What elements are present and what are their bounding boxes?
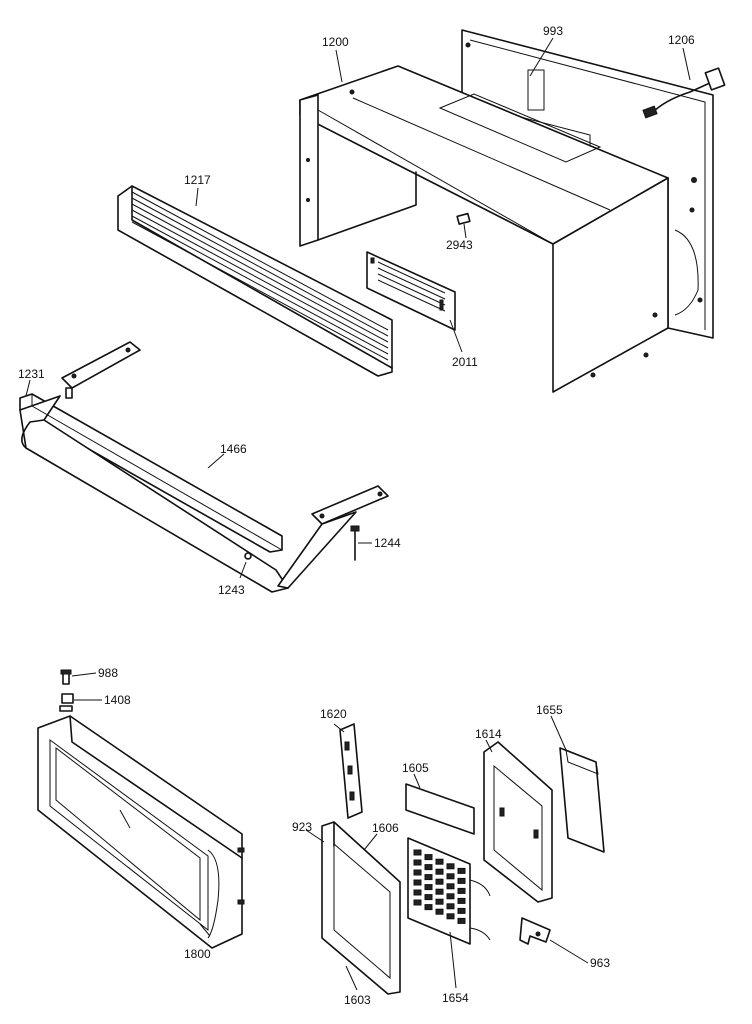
label-963: 963 [590, 956, 610, 970]
label-2943: 2943 [446, 238, 473, 252]
keypad-key [435, 888, 444, 895]
keypad-key [457, 867, 466, 874]
front-grille-1217 [117, 185, 393, 377]
keypad-key [446, 913, 455, 920]
label-1231: 1231 [18, 367, 45, 381]
keypad-key [435, 868, 444, 875]
keypad-key [435, 878, 444, 885]
keypad-key [413, 889, 422, 896]
keypad-key [435, 858, 444, 865]
keypad-key [424, 904, 433, 911]
hinge-bushing-1408 [59, 693, 74, 712]
clip-2943 [456, 212, 471, 225]
keypad-key [424, 854, 433, 861]
vent-grille-2011 [366, 251, 456, 331]
label-2011: 2011 [452, 355, 478, 369]
small-bracket-963 [519, 917, 551, 945]
keypad-membrane-1654 [407, 837, 491, 945]
hinge-pin-988 [60, 669, 72, 685]
label-1655: 1655 [536, 703, 563, 717]
keypad-key [446, 903, 455, 910]
label-1206: 1206 [668, 33, 695, 47]
label-1654: 1654 [442, 991, 469, 1005]
keypad-key [446, 893, 455, 900]
callout-labels: 1200 993 1206 1217 2943 2011 1231 1466 1… [18, 24, 695, 1007]
leader-lines [25, 37, 691, 991]
label-1243: 1243 [218, 583, 245, 597]
keypad-key [413, 859, 422, 866]
power-cord [642, 67, 726, 119]
keypad-key [413, 879, 422, 886]
keypad-key [446, 863, 455, 870]
label-1606: 1606 [372, 821, 399, 835]
latch-bracket-1620 [339, 723, 363, 819]
display-window-1605 [405, 783, 475, 835]
keypad-key [446, 873, 455, 880]
screw-1243 [244, 552, 252, 560]
control-panel-frame [321, 821, 401, 995]
cabinet-wrapper [299, 65, 669, 393]
label-1605: 1605 [402, 761, 429, 775]
label-1408: 1408 [104, 693, 131, 707]
control-board-bracket-1614 [483, 741, 553, 903]
keypad-key [435, 898, 444, 905]
keypad-key [457, 887, 466, 894]
keypad-key [413, 849, 422, 856]
label-1614: 1614 [475, 727, 502, 741]
keypad-key [457, 917, 466, 924]
label-923: 923 [292, 820, 312, 834]
keypad-key [457, 897, 466, 904]
label-1200: 1200 [322, 35, 349, 49]
screw-1244 [350, 525, 360, 561]
keypad-key [435, 908, 444, 915]
label-1244: 1244 [374, 536, 401, 550]
keypad-key [413, 869, 422, 876]
bottom-rail-1466 [19, 393, 289, 593]
keypad-key [424, 894, 433, 901]
keypad-key [457, 907, 466, 914]
label-1620: 1620 [320, 707, 347, 721]
mounting-bracket-left [61, 341, 141, 399]
label-1466: 1466 [220, 442, 247, 456]
circuit-board-1655 [559, 747, 605, 853]
keypad-key [446, 883, 455, 890]
label-988: 988 [98, 666, 118, 680]
keypad-key [413, 899, 422, 906]
label-1603: 1603 [344, 993, 371, 1007]
keypad-key [457, 877, 466, 884]
door-assembly-1800 [37, 715, 245, 949]
keypad-key [424, 874, 433, 881]
keypad-key [424, 884, 433, 891]
mounting-bracket-right [277, 485, 389, 589]
keypad-key [424, 864, 433, 871]
label-993: 993 [543, 24, 563, 38]
label-1217: 1217 [184, 173, 211, 187]
label-1800: 1800 [184, 947, 211, 961]
